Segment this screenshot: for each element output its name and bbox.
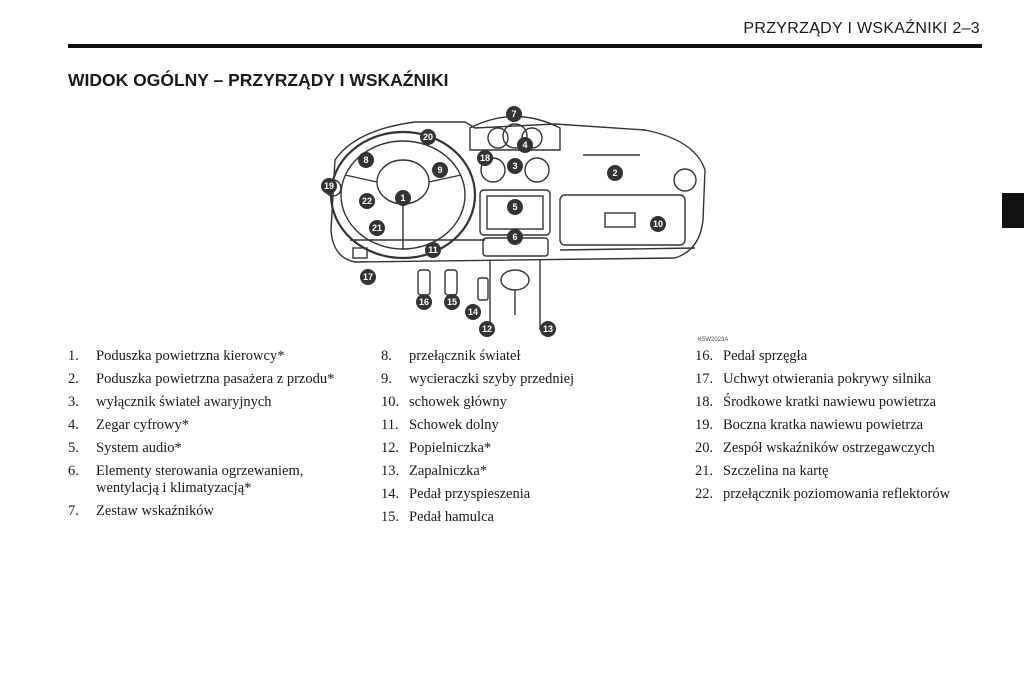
svg-text:21: 21 <box>372 223 382 233</box>
header-rule <box>68 44 982 48</box>
legend-item: 17.Uchwyt otwierania pokrywy silnika <box>695 371 932 387</box>
svg-text:18: 18 <box>480 153 490 163</box>
dashboard-diagram: 1 2 3 4 5 6 7 8 9 10 11 12 13 15 16 17 1… <box>321 106 706 337</box>
running-header: PRZYRZĄDY I WSKAŹNIKI 2–3 <box>743 20 980 37</box>
legend-item: 5.System audio* <box>68 440 182 456</box>
svg-text:9: 9 <box>437 165 442 175</box>
svg-text:4: 4 <box>522 140 527 150</box>
svg-text:14: 14 <box>468 307 478 317</box>
legend-item: 21.Szczelina na kartę <box>695 463 829 479</box>
svg-text:8: 8 <box>363 155 368 165</box>
legend-item: 15.Pedał hamulca <box>381 509 494 525</box>
legend-item: 9.wycieraczki szyby przedniej <box>381 371 575 387</box>
svg-text:17: 17 <box>363 272 373 282</box>
svg-text:22: 22 <box>362 196 372 206</box>
svg-text:11: 11 <box>428 245 438 255</box>
legend-column-1: 1.Poduszka powietrzna kierowcy* 2.Podusz… <box>68 345 368 523</box>
svg-text:20: 20 <box>423 132 433 142</box>
section-title: WIDOK OGÓLNY – PRZYRZĄDY I WSKAŹNIKI <box>68 70 449 90</box>
svg-text:16: 16 <box>419 297 429 307</box>
callout-markers: 1 2 3 4 5 6 7 8 9 10 11 12 13 15 16 17 1… <box>321 106 666 337</box>
legend-item: 8.przełącznik świateł <box>381 348 521 364</box>
legend-item: 12.Popielniczka* <box>381 440 492 456</box>
legend-item: 16.Pedał sprzęgła <box>695 348 808 364</box>
legend-item: 3.wyłącznik świateł awaryjnych <box>68 394 272 410</box>
legend-item: 19.Boczna kratka nawiewu powietrza <box>695 417 924 433</box>
svg-text:7: 7 <box>511 109 516 119</box>
svg-text:2: 2 <box>612 168 617 178</box>
legend-item: 13.Zapalniczka* <box>381 463 488 479</box>
legend-item: 6.Elementy sterowania ogrzewaniem, wenty… <box>68 463 304 496</box>
legend-item: 20.Zespół wskaźników ostrzegawczych <box>695 440 935 456</box>
legend-item: 18.Środkowe kratki nawiewu powietrza <box>695 394 937 410</box>
legend-item: 11.Schowek dolny <box>381 417 499 433</box>
svg-text:5: 5 <box>512 202 517 212</box>
svg-text:19: 19 <box>324 181 334 191</box>
legend-column-2: 8.przełącznik świateł 9.wycieraczki szyb… <box>381 345 681 529</box>
legend-item: 7.Zestaw wskaźników <box>68 503 214 519</box>
legend-item: 22.przełącznik poziomowania reflektorów <box>695 486 951 502</box>
svg-text:12: 12 <box>482 324 492 334</box>
svg-text:13: 13 <box>543 324 553 334</box>
legend-column-3: 16.Pedał sprzęgła 17.Uchwyt otwierania p… <box>695 345 1015 506</box>
svg-text:10: 10 <box>653 219 663 229</box>
legend-item: 1.Poduszka powietrzna kierowcy* <box>68 348 285 364</box>
legend-item: 10.schowek główny <box>381 394 507 410</box>
svg-text:15: 15 <box>447 297 457 307</box>
legend-item: 14.Pedał przyspieszenia <box>381 486 531 502</box>
legend-item: 2.Poduszka powietrzna pasażera z przodu* <box>68 371 335 387</box>
thumb-tab <box>1002 193 1024 228</box>
svg-text:1: 1 <box>400 193 405 203</box>
legend-item: 4.Zegar cyfrowy* <box>68 417 189 433</box>
svg-text:6: 6 <box>512 232 517 242</box>
svg-text:3: 3 <box>512 161 517 171</box>
figure-code: K5W2023A <box>698 337 729 343</box>
